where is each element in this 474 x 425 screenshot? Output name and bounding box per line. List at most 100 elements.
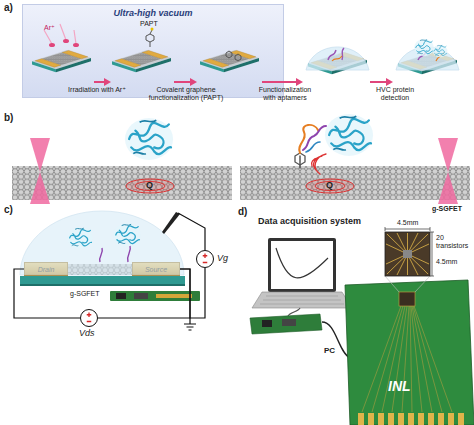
laptop-screen — [268, 238, 336, 292]
gold-finger — [448, 413, 454, 425]
gold-finger — [428, 413, 434, 425]
gold-finger — [438, 413, 444, 425]
liquid-dome — [396, 47, 459, 70]
atom — [151, 28, 154, 31]
arrow-head — [296, 78, 303, 86]
device-chip — [398, 52, 457, 74]
argon-ions — [44, 24, 79, 47]
carrier-pcb — [345, 280, 474, 425]
usb-cable — [288, 308, 300, 316]
polarity-symbol — [87, 313, 92, 322]
ion-trail — [44, 24, 76, 44]
papt-molecule — [146, 28, 241, 62]
chamber-title: Ultra-high vacuum — [23, 8, 283, 18]
polarity-symbol — [203, 254, 208, 263]
aptamer-strand — [299, 125, 318, 153]
voltage-source: Vg — [196, 250, 214, 268]
device-chip — [308, 52, 367, 74]
laser-cone — [30, 172, 50, 204]
charge-ring — [126, 179, 174, 193]
benzene-ring — [226, 51, 232, 58]
protein — [67, 227, 92, 249]
transfer-curve — [276, 248, 328, 278]
vacuum-chamber: Ultra-high vacuum — [22, 4, 284, 98]
protein — [433, 45, 448, 58]
bond — [150, 30, 152, 47]
panel-c-illustration — [20, 211, 205, 330]
aptamer-strand — [306, 142, 320, 152]
ion — [49, 43, 55, 47]
aptamer-strand — [303, 126, 326, 150]
substrate-edge — [20, 284, 185, 286]
charge-symbol: Q — [146, 180, 153, 190]
graphene-sheet — [12, 166, 232, 200]
board-chip — [262, 320, 272, 327]
keyboard — [260, 296, 344, 304]
gold-finger — [418, 413, 424, 425]
chip-inset — [385, 232, 430, 276]
charge-symbol: Q — [326, 180, 333, 190]
linker — [299, 156, 301, 168]
pcb-board — [110, 291, 200, 301]
laser-cone — [438, 172, 458, 204]
process-arrow — [94, 81, 106, 83]
zoom-line — [385, 276, 430, 292]
small-board — [110, 291, 200, 301]
gold-finger — [408, 413, 414, 425]
board-chip — [134, 293, 148, 299]
process-arrows — [94, 78, 393, 86]
protein — [125, 118, 173, 160]
ribbon-cable — [322, 322, 350, 358]
chip-label: g-SGFET — [432, 205, 462, 213]
aptamer-strand — [328, 48, 426, 60]
device-chip — [32, 50, 91, 72]
panel-letter: b) — [4, 112, 13, 124]
chip-note: 20 transistors — [436, 234, 474, 250]
signal-name: Vg — [217, 253, 228, 263]
protein — [325, 114, 373, 156]
circuit-wire — [14, 269, 80, 318]
substrate — [20, 276, 185, 286]
charge-ring — [315, 182, 345, 191]
polarity-symbol — [81, 310, 97, 326]
arrow-head — [386, 78, 393, 86]
graphene-sheet — [240, 166, 470, 200]
gold-finger — [398, 413, 404, 425]
laser-cone — [30, 138, 50, 172]
dimension-label: 4.5mm — [397, 219, 418, 227]
arrow-head — [190, 78, 197, 86]
liquid-dome — [306, 47, 369, 70]
dimension-label: 4.5mm — [436, 258, 457, 266]
ion — [73, 43, 79, 47]
electrode-label: Drain — [25, 263, 67, 276]
arrow-head — [104, 78, 111, 86]
aptamer-strand — [332, 52, 444, 61]
gold-finger — [368, 413, 374, 425]
voltage-source: Vds — [80, 309, 98, 327]
panel-letter: d) — [238, 206, 247, 218]
protein — [113, 223, 140, 247]
ion — [63, 39, 69, 43]
protein — [414, 39, 434, 56]
process-arrow — [370, 81, 388, 83]
chip-on-board — [399, 292, 415, 306]
electrolyte-dome — [20, 211, 184, 275]
gold-finger — [458, 413, 464, 425]
device-chip — [112, 50, 171, 72]
drain-electrode: Drain — [24, 262, 68, 276]
computer-label: PC — [324, 346, 335, 355]
signal-wave — [311, 154, 326, 174]
benzene-ring — [295, 153, 305, 165]
board-chip — [282, 319, 296, 326]
circuit-wire — [98, 269, 190, 318]
panel-letter: c) — [4, 204, 13, 216]
electrode-label: Source — [133, 263, 179, 276]
gold-finger — [388, 413, 394, 425]
laser-cone — [438, 138, 458, 172]
dimension-line — [385, 227, 430, 231]
benzene-ring — [146, 34, 154, 42]
chip-trace — [386, 233, 429, 275]
aptamer-complex — [295, 125, 326, 174]
charge-ring — [306, 179, 354, 193]
